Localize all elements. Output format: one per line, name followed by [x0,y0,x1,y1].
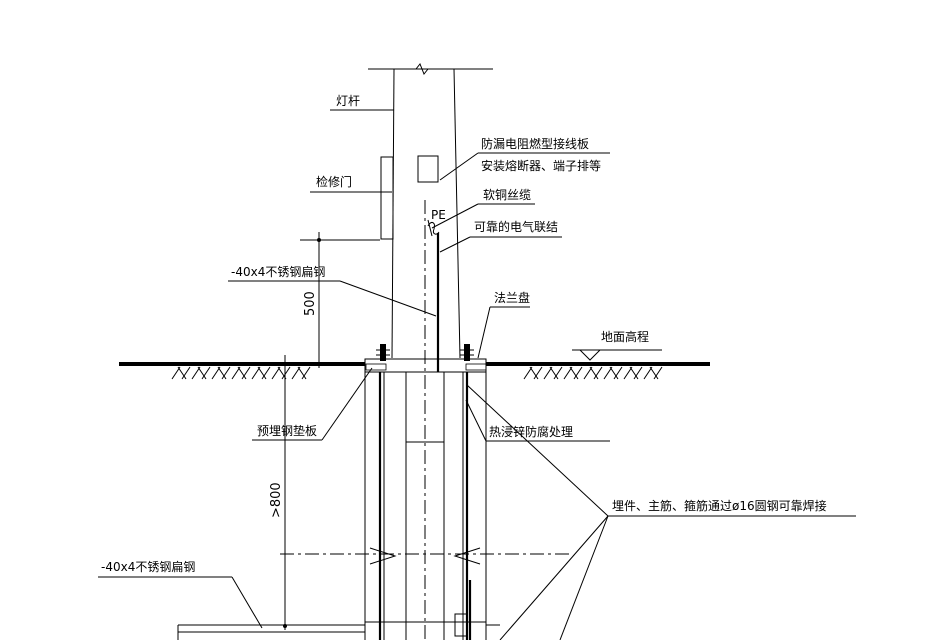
label-soft-cable: 软铜丝缆 PE [431,187,535,229]
label-embedded-plate: 预埋钢垫板 [252,367,373,441]
pe-cable [427,219,440,372]
label-welding: 埋件、主筋、箍筋通过ø16圆钢可靠焊接 [466,384,856,640]
bonding-label: 可靠的电气联结 [474,219,558,234]
pe-label: PE [431,208,446,222]
dimension-800: >800 [269,355,287,630]
ground-line [119,362,710,380]
label-ground-level: 地面高程 [601,329,649,344]
label-flat-steel-lower: -40x4不锈钢扁钢 [98,560,263,629]
leakage-board-line2: 安装熔断器、端子排等 [481,158,601,173]
label-bonding: 可靠的电气联结 [439,219,562,253]
foundation [177,372,570,640]
galvanizing-label: 热浸锌防腐处理 [489,424,573,439]
label-galvanizing: 热浸锌防腐处理 [465,399,610,442]
welding-label: 埋件、主筋、箍筋通过ø16圆钢可靠焊接 [612,498,827,513]
terminal-board [417,155,439,183]
dim-800-text: >800 [269,482,284,518]
soft-cable-label: 软铜丝缆 [483,187,531,202]
ground-level-label: 地面高程 [601,329,649,344]
dim-500-text: 500 [303,291,318,316]
embedded-plate-label: 预埋钢垫板 [257,423,317,438]
leakage-board-line1: 防漏电阻燃型接线板 [481,136,589,151]
label-flat-steel-upper: -40x4不锈钢扁钢 [228,265,437,317]
ground-level-symbol [572,349,662,361]
label-lamp-pole: 灯杆 [330,94,394,111]
label-terminal-board: 防漏电阻燃型接线板 安装熔断器、端子排等 [439,136,610,181]
label-flange: 法兰盘 [477,290,530,359]
lamp-pole-label: 灯杆 [336,94,360,108]
access-door-label: 检修门 [316,174,352,189]
flange-plate [364,344,487,373]
label-access-door: 检修门 [310,174,392,193]
dimension-500: 500 [300,232,380,368]
flat-steel-lower-label: -40x4不锈钢扁钢 [101,560,195,574]
flat-steel-upper-label: -40x4不锈钢扁钢 [231,265,325,279]
flange-label: 法兰盘 [494,290,530,305]
access-door [380,156,394,240]
